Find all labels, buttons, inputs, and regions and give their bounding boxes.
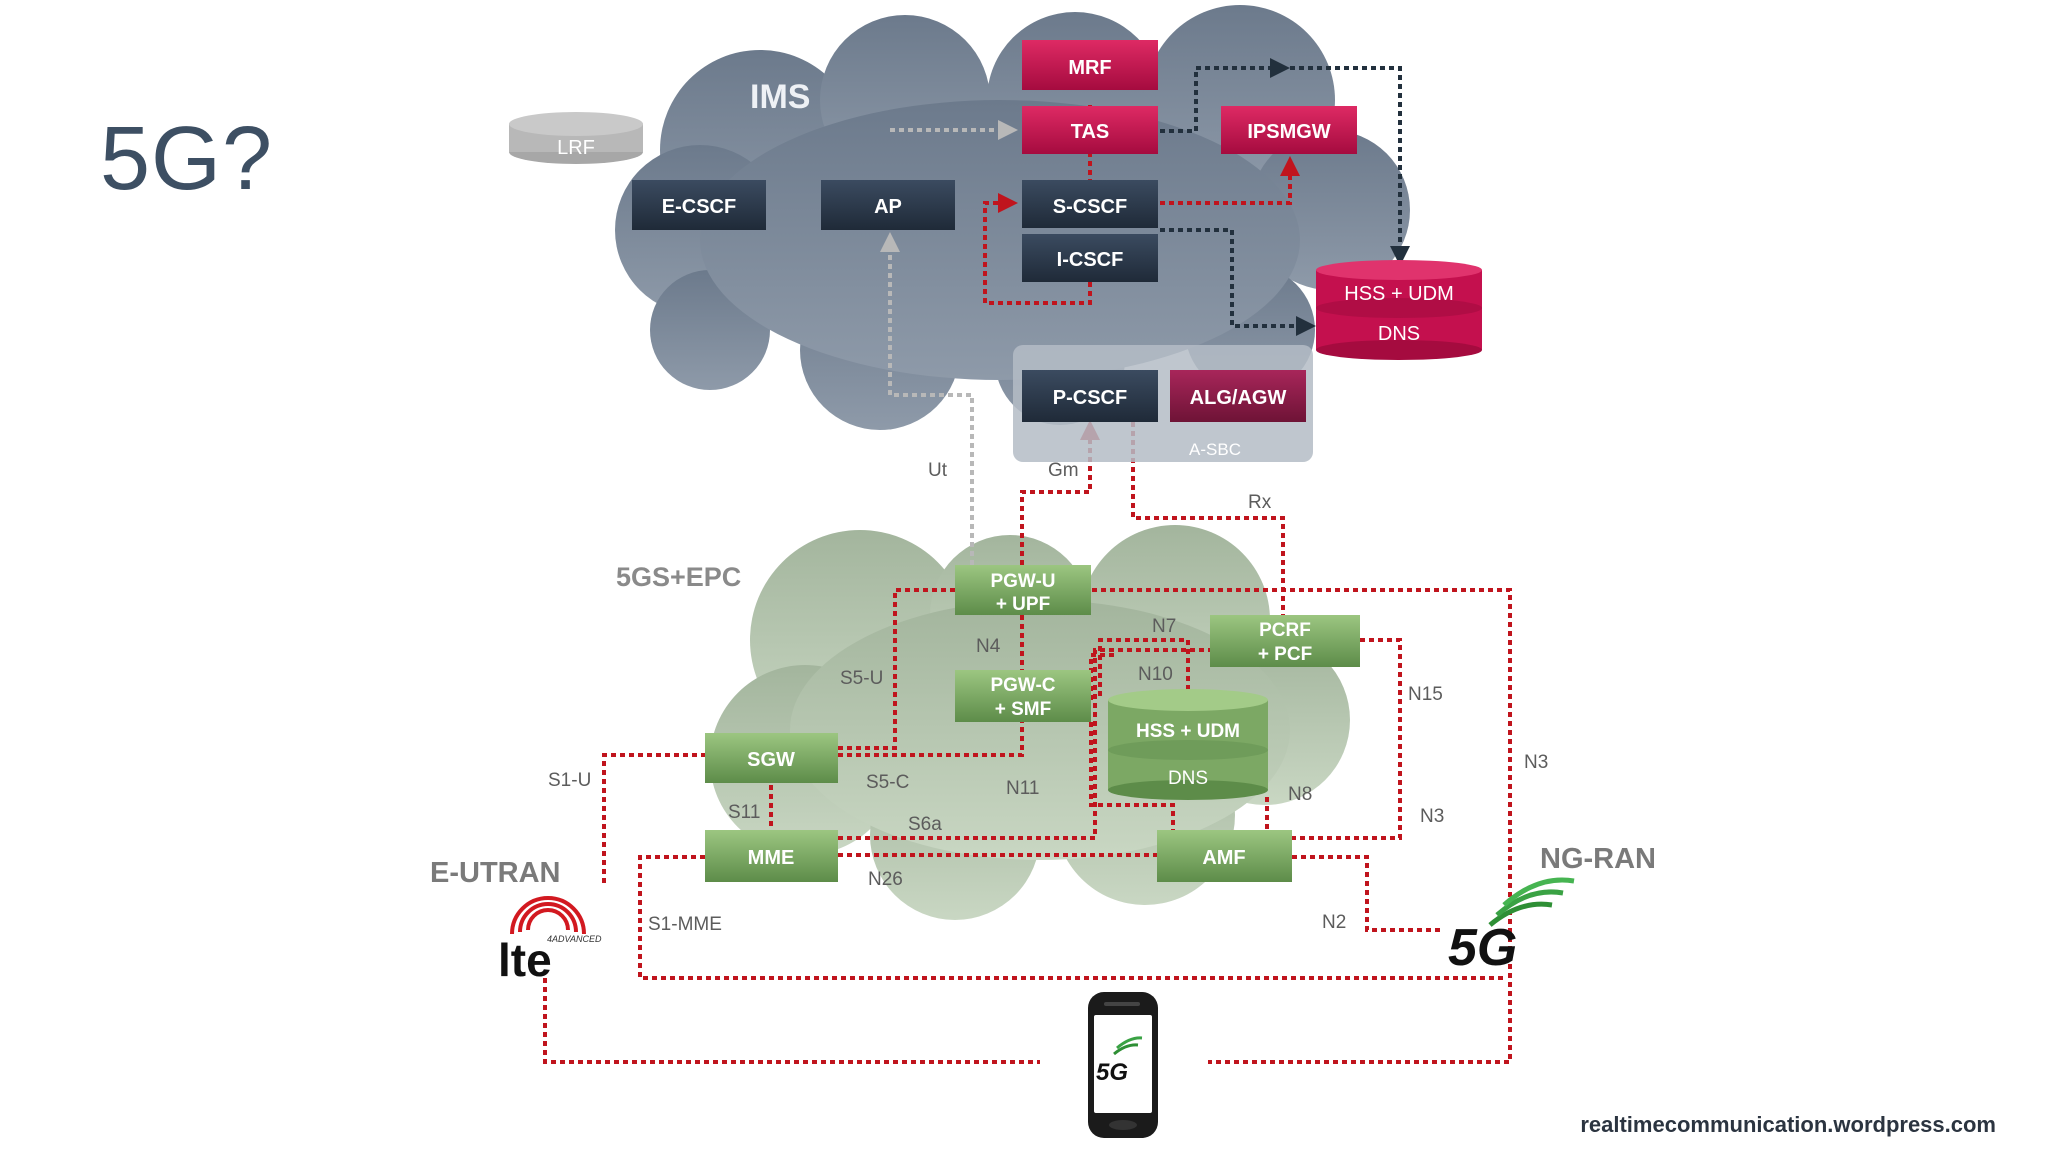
lrf-node: LRF: [509, 112, 643, 164]
n8-label: N8: [1288, 784, 1312, 805]
tas-ipsmgw-link: [1160, 58, 1290, 133]
pgwc-label: PGW-C: [990, 675, 1055, 696]
ims-cloud-label: IMS: [750, 78, 810, 116]
scscf-label: S-CSCF: [1053, 196, 1127, 218]
scscf-node: S-CSCF: [1022, 180, 1158, 228]
pgwu-upf-node: PGW-U + UPF: [955, 565, 1091, 615]
n3-core-label: N3: [1420, 806, 1444, 827]
mme-label: MME: [748, 847, 795, 869]
icscf-dns-link: [1160, 228, 1316, 336]
lte-advanced-logo: lte 4ADVANCED: [498, 896, 602, 986]
icscf-node: I-CSCF: [1022, 234, 1158, 282]
s5u-link: [838, 588, 955, 750]
n3-link: [1092, 588, 1512, 1064]
s6a-label: S6a: [908, 814, 942, 835]
tas-label: TAS: [1071, 121, 1110, 143]
ap-label: AP: [874, 196, 902, 218]
eutran-label: E-UTRAN: [430, 857, 561, 889]
phone-5g-text: 5G: [1096, 1059, 1128, 1086]
pgwu-label: PGW-U: [990, 571, 1055, 592]
scscf-ipsmgw-link: [1160, 156, 1300, 205]
n15-link: [1292, 638, 1402, 840]
s5c-link: [838, 722, 1024, 757]
interface-labels: Ut Gm Rx N4 N7 N10 N15 S5-U S5-C S1-U S1…: [548, 460, 1548, 935]
sgw-node: SGW: [705, 733, 838, 783]
pcscf-label: P-CSCF: [1053, 387, 1127, 409]
n7-link: [1089, 653, 1115, 700]
ecscf-label: E-CSCF: [662, 196, 736, 218]
amf-label: AMF: [1202, 847, 1245, 869]
smartphone: 5G: [1088, 992, 1158, 1138]
ipsmgw-label: IPSMGW: [1247, 121, 1330, 143]
asbc-label: A-SBC: [1189, 440, 1241, 459]
smf-label: + SMF: [995, 699, 1051, 720]
credit-text: realtimecommunication.wordpress.com: [1580, 1112, 1996, 1137]
n10-label: N10: [1138, 664, 1173, 685]
ipsmgw-node: IPSMGW: [1221, 106, 1357, 154]
n7-label: N7: [1152, 616, 1176, 637]
gm-label: Gm: [1048, 460, 1079, 481]
amf-node: AMF: [1157, 830, 1292, 882]
s1u-label: S1-U: [548, 770, 591, 791]
pcscf-scscf-link: [983, 193, 1092, 305]
core-cloud-label: 5GS+EPC: [616, 562, 741, 592]
rx-link: [1131, 422, 1285, 615]
s11-label: S11: [728, 802, 760, 823]
to-hss-link: [1290, 66, 1410, 266]
ngran-label: NG-RAN: [1540, 843, 1656, 875]
mrf-node: MRF: [1022, 40, 1158, 90]
lte-advanced-text: 4ADVANCED: [547, 934, 602, 944]
n2-link: [1292, 855, 1440, 932]
n26-label: N26: [868, 869, 903, 890]
lte-phone-link: [543, 978, 1040, 1064]
n2-label: N2: [1322, 912, 1346, 933]
core-hss-udm-node: HSS + UDM DNS: [1108, 689, 1268, 800]
alg-agw-label: ALG/AGW: [1190, 387, 1287, 409]
alg-agw-node: ALG/AGW: [1170, 370, 1306, 422]
pcf-label: + PCF: [1258, 644, 1312, 665]
rx-label: Rx: [1248, 492, 1272, 513]
s1mme-label: S1-MME: [648, 914, 722, 935]
icscf-label: I-CSCF: [1057, 249, 1124, 271]
mme-node: MME: [705, 830, 838, 882]
ecscf-node: E-CSCF: [632, 180, 766, 230]
page-title: 5G?: [100, 109, 274, 209]
s5c-label: S5-C: [866, 772, 909, 793]
core-dns-label: DNS: [1168, 768, 1208, 789]
core-hss-udm-label: HSS + UDM: [1136, 721, 1240, 742]
ut-label: Ut: [928, 460, 948, 481]
lte-logo-text: lte: [498, 934, 552, 986]
pcrf-pcf-node: PCRF + PCF: [1210, 615, 1360, 667]
ims-hss-udm-node: HSS + UDM DNS: [1316, 260, 1482, 360]
pcrf-label: PCRF: [1259, 620, 1311, 641]
ims-dns-label: DNS: [1378, 323, 1420, 345]
n10-link: [1098, 638, 1190, 700]
n15-label: N15: [1408, 684, 1443, 705]
n3-ran-label: N3: [1524, 752, 1548, 773]
lrf-label: LRF: [557, 137, 595, 159]
upf-label: + UPF: [996, 594, 1050, 615]
n11-label: N11: [1006, 778, 1039, 799]
fiveg-logo-text: 5G: [1448, 919, 1517, 977]
ap-node: AP: [821, 180, 955, 230]
fiveg-logo: 5G: [1448, 877, 1575, 977]
pgwc-smf-node: PGW-C + SMF: [955, 670, 1091, 722]
tas-node: TAS: [1022, 106, 1158, 154]
s5u-label: S5-U: [840, 668, 883, 689]
ims-hss-udm-label: HSS + UDM: [1344, 283, 1453, 305]
mrf-label: MRF: [1068, 57, 1111, 79]
s1u-link: [602, 753, 705, 883]
pcscf-node: P-CSCF: [1022, 370, 1158, 422]
ut-link: [880, 232, 974, 565]
sgw-label: SGW: [747, 749, 795, 771]
s6a-pcf-link: [838, 648, 1210, 840]
n4-label: N4: [976, 636, 1001, 657]
